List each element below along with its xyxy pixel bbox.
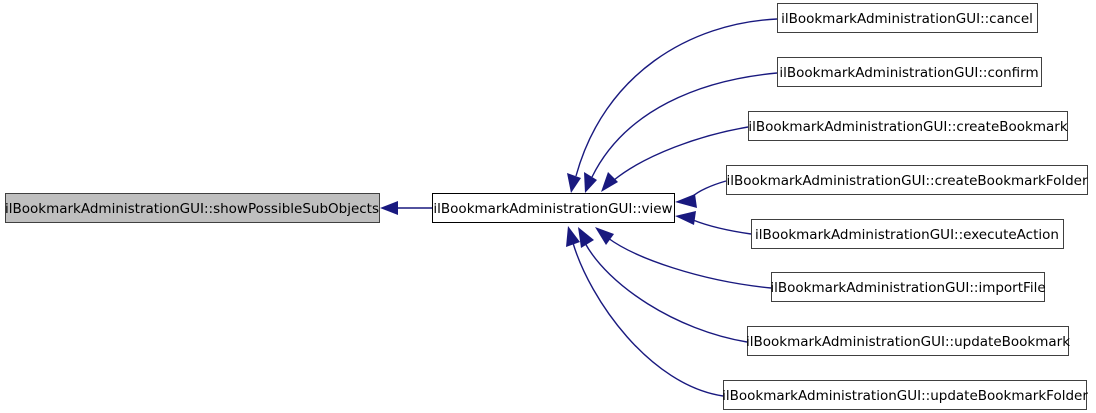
node-label: ilBookmarkAdministrationGUI::confirm bbox=[779, 65, 1038, 81]
node-label: ilBookmarkAdministrationGUI::importFile bbox=[770, 280, 1045, 296]
edge-createbookmark-to-view bbox=[601, 126, 749, 192]
node-confirm[interactable]: ilBookmarkAdministrationGUI::confirm bbox=[777, 57, 1042, 87]
node-showpossiblesubobjects[interactable]: ilBookmarkAdministrationGUI::showPossibl… bbox=[5, 193, 380, 223]
node-box[interactable] bbox=[726, 165, 1088, 195]
node-executeaction[interactable]: ilBookmarkAdministrationGUI::executeActi… bbox=[751, 219, 1064, 249]
arrowhead-icon bbox=[601, 172, 618, 192]
arrowhead-icon bbox=[567, 173, 581, 193]
edge-importfile-to-view bbox=[595, 227, 772, 289]
node-updatebookmarkfolder[interactable]: ilBookmarkAdministrationGUI::updateBookm… bbox=[722, 380, 1088, 410]
node-label: ilBookmarkAdministrationGUI::createBookm… bbox=[748, 119, 1068, 135]
edge-createbookmarkfolder-to-view bbox=[675, 180, 727, 208]
edge-view-to-showpossiblesubobjects bbox=[380, 201, 432, 215]
edge-line bbox=[584, 242, 748, 343]
edge-line bbox=[572, 242, 724, 397]
node-label: ilBookmarkAdministrationGUI::updateBookm… bbox=[722, 388, 1088, 404]
arrowhead-icon bbox=[595, 227, 614, 245]
node-label: ilBookmarkAdministrationGUI::cancel bbox=[781, 11, 1033, 27]
node-box[interactable] bbox=[777, 57, 1042, 87]
node-view[interactable]: ilBookmarkAdministrationGUI::view bbox=[432, 193, 675, 223]
node-box[interactable] bbox=[747, 326, 1069, 356]
node-importfile[interactable]: ilBookmarkAdministrationGUI::importFile bbox=[770, 272, 1046, 302]
arrowhead-icon bbox=[675, 211, 696, 225]
arrowhead-icon bbox=[584, 172, 597, 193]
node-layer: ilBookmarkAdministrationGUI::showPossibl… bbox=[5, 3, 1088, 410]
edge-line bbox=[607, 237, 772, 289]
node-box[interactable] bbox=[5, 193, 380, 223]
edge-line bbox=[691, 180, 727, 198]
node-label: ilBookmarkAdministrationGUI::executeActi… bbox=[755, 227, 1059, 243]
arrowhead-icon bbox=[566, 226, 580, 247]
edge-executeaction-to-view bbox=[675, 211, 752, 235]
arrowhead-icon bbox=[578, 227, 594, 248]
node-createbookmark[interactable]: ilBookmarkAdministrationGUI::createBookm… bbox=[748, 111, 1068, 141]
arrowhead-icon bbox=[380, 201, 398, 215]
node-label: ilBookmarkAdministrationGUI::showPossibl… bbox=[5, 201, 379, 217]
edge-layer bbox=[380, 18, 778, 397]
edge-updatebookmarkfolder-to-view bbox=[566, 226, 724, 397]
node-box[interactable] bbox=[748, 111, 1068, 141]
edge-line bbox=[575, 18, 778, 177]
edge-line bbox=[613, 126, 749, 181]
node-updatebookmark[interactable]: ilBookmarkAdministrationGUI::updateBookm… bbox=[746, 326, 1070, 356]
edge-cancel-to-view bbox=[567, 18, 778, 193]
node-label: ilBookmarkAdministrationGUI::createBookm… bbox=[726, 173, 1088, 189]
edge-line bbox=[692, 219, 752, 235]
node-label: ilBookmarkAdministrationGUI::view bbox=[433, 201, 672, 217]
node-box[interactable] bbox=[432, 193, 675, 223]
edge-updatebookmark-to-view bbox=[578, 227, 748, 343]
node-box[interactable] bbox=[723, 380, 1087, 410]
node-box[interactable] bbox=[777, 3, 1038, 33]
node-createbookmarkfolder[interactable]: ilBookmarkAdministrationGUI::createBookm… bbox=[726, 165, 1088, 195]
edge-line bbox=[591, 72, 778, 178]
node-box[interactable] bbox=[751, 219, 1064, 249]
node-cancel[interactable]: ilBookmarkAdministrationGUI::cancel bbox=[777, 3, 1038, 33]
edge-confirm-to-view bbox=[584, 72, 778, 193]
arrowhead-icon bbox=[675, 194, 697, 208]
node-label: ilBookmarkAdministrationGUI::updateBookm… bbox=[746, 334, 1070, 350]
node-box[interactable] bbox=[771, 272, 1045, 302]
